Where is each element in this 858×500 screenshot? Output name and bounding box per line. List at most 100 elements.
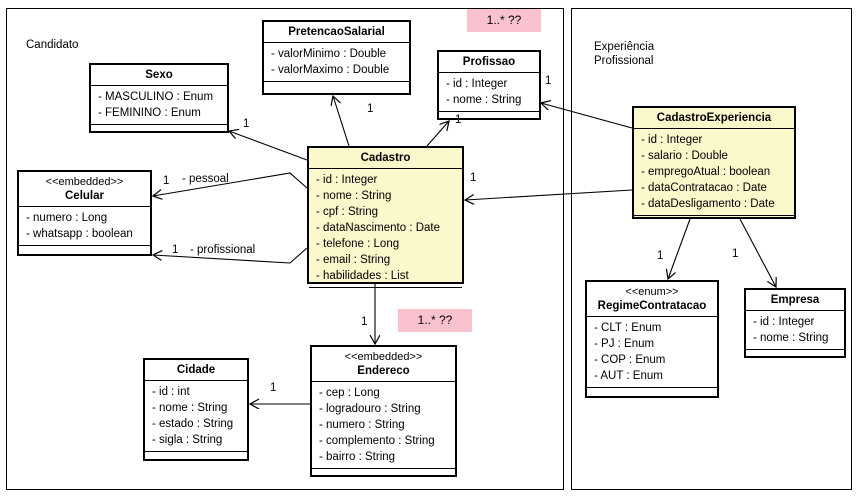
class-header-cadastro: Cadastro xyxy=(309,148,462,169)
class-box-endereco[interactable]: <<embedded>>Endereco - cep : Long - lograd… xyxy=(310,345,457,477)
class-box-cadastro-experiencia[interactable]: CadastroExperiencia - id : Integer - salar… xyxy=(632,106,796,219)
class-attributes-profissao: - id : Integer- nome : String xyxy=(439,73,539,112)
class-operations-sexo xyxy=(91,125,227,136)
class-attribute: - numero : String xyxy=(319,419,405,431)
class-attribute: - CLT : Enum xyxy=(594,322,662,334)
class-name-endereco: Endereco xyxy=(357,365,410,377)
class-attribute: - empregoAtual : boolean xyxy=(641,166,771,178)
class-attribute: - AUT : Enum xyxy=(594,370,663,382)
class-attribute: - id : int xyxy=(152,386,190,398)
class-attribute: - salario : Double xyxy=(641,150,728,162)
class-attribute: - id : Integer xyxy=(641,134,703,146)
class-operations-cidade xyxy=(145,452,247,463)
class-operations-endereco xyxy=(312,469,455,480)
class-box-cadastro[interactable]: Cadastro- id : Integer- nome : String- c… xyxy=(307,146,464,288)
class-stereotype-regime-contratacao: <<enum>> xyxy=(625,286,679,298)
relation-experiencia-to-empresa xyxy=(739,218,776,287)
class-attributes-regime-contratacao: - CLT : Enum- PJ : Enum- COP : Enum- AUT… xyxy=(587,317,717,388)
class-attribute: - habilidades : List xyxy=(316,270,409,282)
class-attribute: - cep : Long xyxy=(319,387,380,399)
celular-pessoal-mult: 1 xyxy=(163,175,170,187)
class-box-cidade[interactable]: Cidade - id : int - nome : String - estado … xyxy=(143,358,249,461)
class-attributes-celular: - numero : Long - whatsapp : boolean xyxy=(19,207,150,246)
class-attribute: - estado : String xyxy=(152,418,234,430)
relation-cadastro-to-celular-profissional xyxy=(153,247,308,264)
class-attribute: - nome : String xyxy=(316,190,392,202)
class-name-regime-contratacao: RegimeContratacao xyxy=(597,300,707,312)
class-attribute: - id : Integer xyxy=(446,78,508,90)
cadastro-sexo-mult: 1 xyxy=(243,118,250,130)
note-endereco: 1..* ?? xyxy=(398,309,472,332)
cadastro-experiencia-cadastro-mult: 1 xyxy=(470,172,477,184)
class-header-cadastro-experiencia: CadastroExperiencia xyxy=(634,108,794,129)
relation-edges xyxy=(153,96,776,404)
class-attribute: - dataContratacao : Date xyxy=(641,182,767,194)
class-operations-empresa xyxy=(746,350,844,361)
class-name-cadastro-experiencia: CadastroExperiencia xyxy=(656,112,772,124)
class-name-profissao: Profissao xyxy=(462,56,516,68)
class-name-empresa: Empresa xyxy=(770,294,820,306)
panel-candidato xyxy=(6,8,564,490)
class-operations-profissao xyxy=(439,112,539,123)
class-attributes-endereco: - cep : Long - logradouro : String - numer… xyxy=(312,382,455,469)
class-header-empresa: Empresa xyxy=(746,290,844,311)
class-box-celular[interactable]: <<embedded>> Celular - numero : Long - what… xyxy=(17,170,152,256)
experiencia-regime-mult: 1 xyxy=(657,250,664,262)
relation-experiencia-to-cadastro xyxy=(465,189,633,200)
class-attribute: - MASCULINO : Enum xyxy=(98,91,214,103)
class-header-cidade: Cidade xyxy=(145,360,247,381)
class-attribute: - bairro : String xyxy=(319,451,396,463)
relation-cadastro-to-profissao xyxy=(426,121,449,147)
celular-pessoal-role: - pessoal xyxy=(182,173,229,185)
celular-profissional-mult: 1 xyxy=(172,244,179,256)
class-name-cadastro: Cadastro xyxy=(360,152,411,164)
class-attribute: - numero : Long xyxy=(26,212,108,224)
cadastro-experiencia-profissao-mult: 1 xyxy=(545,75,552,87)
class-attribute: - dataNascimento : Date xyxy=(316,222,441,234)
panel-experiencia xyxy=(571,8,852,490)
celular-profissional-role: - profissional xyxy=(190,244,256,256)
class-attribute: - id : Integer xyxy=(316,174,378,186)
relation-cadastro-to-sexo xyxy=(229,131,308,161)
class-attribute: - id : Integer xyxy=(753,316,815,328)
panel-label-experiencia: Experiência Profissional xyxy=(594,41,655,67)
class-name-sexo: Sexo xyxy=(145,69,173,81)
class-attribute: - nome : String xyxy=(753,332,829,344)
class-attribute: - dataDesligamento : Date xyxy=(641,198,775,210)
class-stereotype-celular: <<embedded>> xyxy=(45,176,124,188)
class-operations-cadastro xyxy=(309,288,462,299)
class-name-celular: Celular xyxy=(65,190,104,202)
class-box-pretencao-salarial[interactable]: PretencaoSalarial- valorMinimo : Double-… xyxy=(262,20,411,95)
class-attribute: - PJ : Enum xyxy=(594,338,655,350)
class-attribute: - valorMaximo : Double xyxy=(271,64,390,76)
class-attribute: - nome : String xyxy=(152,402,228,414)
class-header-pretencao-salarial: PretencaoSalarial xyxy=(264,22,409,43)
class-attributes-empresa: - id : Integer - nome : String xyxy=(746,311,844,350)
class-name-cidade: Cidade xyxy=(176,364,216,376)
cadastro-pretencao-mult: 1 xyxy=(367,103,374,115)
class-attribute: - whatsapp : boolean xyxy=(26,228,133,240)
class-attribute: - valorMinimo : Double xyxy=(271,48,387,60)
note-profissao: 1..* ?? xyxy=(467,9,541,32)
cadastro-profissao-mult: 1 xyxy=(455,114,462,126)
class-attribute: - complemento : String xyxy=(319,435,435,447)
class-box-empresa[interactable]: Empresa - id : Integer - nome : String xyxy=(744,288,846,358)
relation-experiencia-to-regime xyxy=(668,218,691,279)
class-box-profissao[interactable]: Profissao - id : Integer- nome : String xyxy=(437,50,541,120)
class-box-sexo[interactable]: Sexo - MASCULINO : Enum- FEMININO : Enum xyxy=(89,63,229,133)
class-attributes-pretencao-salarial: - valorMinimo : Double - valorMaximo : Do… xyxy=(264,43,409,82)
class-attributes-sexo: - MASCULINO : Enum- FEMININO : Enum xyxy=(91,86,227,125)
relation-cadastro-to-pretencao xyxy=(333,96,350,147)
experiencia-empresa-mult: 1 xyxy=(732,248,739,260)
class-attributes-cadastro-experiencia: - id : Integer - salario : Double - empreg… xyxy=(634,129,794,216)
class-attribute: - logradouro : String xyxy=(319,403,421,415)
class-attribute: - email : String xyxy=(316,254,391,266)
class-attribute: - sigla : String xyxy=(152,434,223,446)
class-box-regime-contratacao[interactable]: <<enum>> RegimeContratacao - CLT : Enum - P… xyxy=(585,280,719,398)
class-operations-celular xyxy=(19,246,150,257)
class-header-endereco: <<embedded>>Endereco xyxy=(312,347,455,382)
relation-cadastro-to-celular-pessoal xyxy=(153,172,308,196)
class-operations-cadastro-experiencia xyxy=(634,216,794,227)
